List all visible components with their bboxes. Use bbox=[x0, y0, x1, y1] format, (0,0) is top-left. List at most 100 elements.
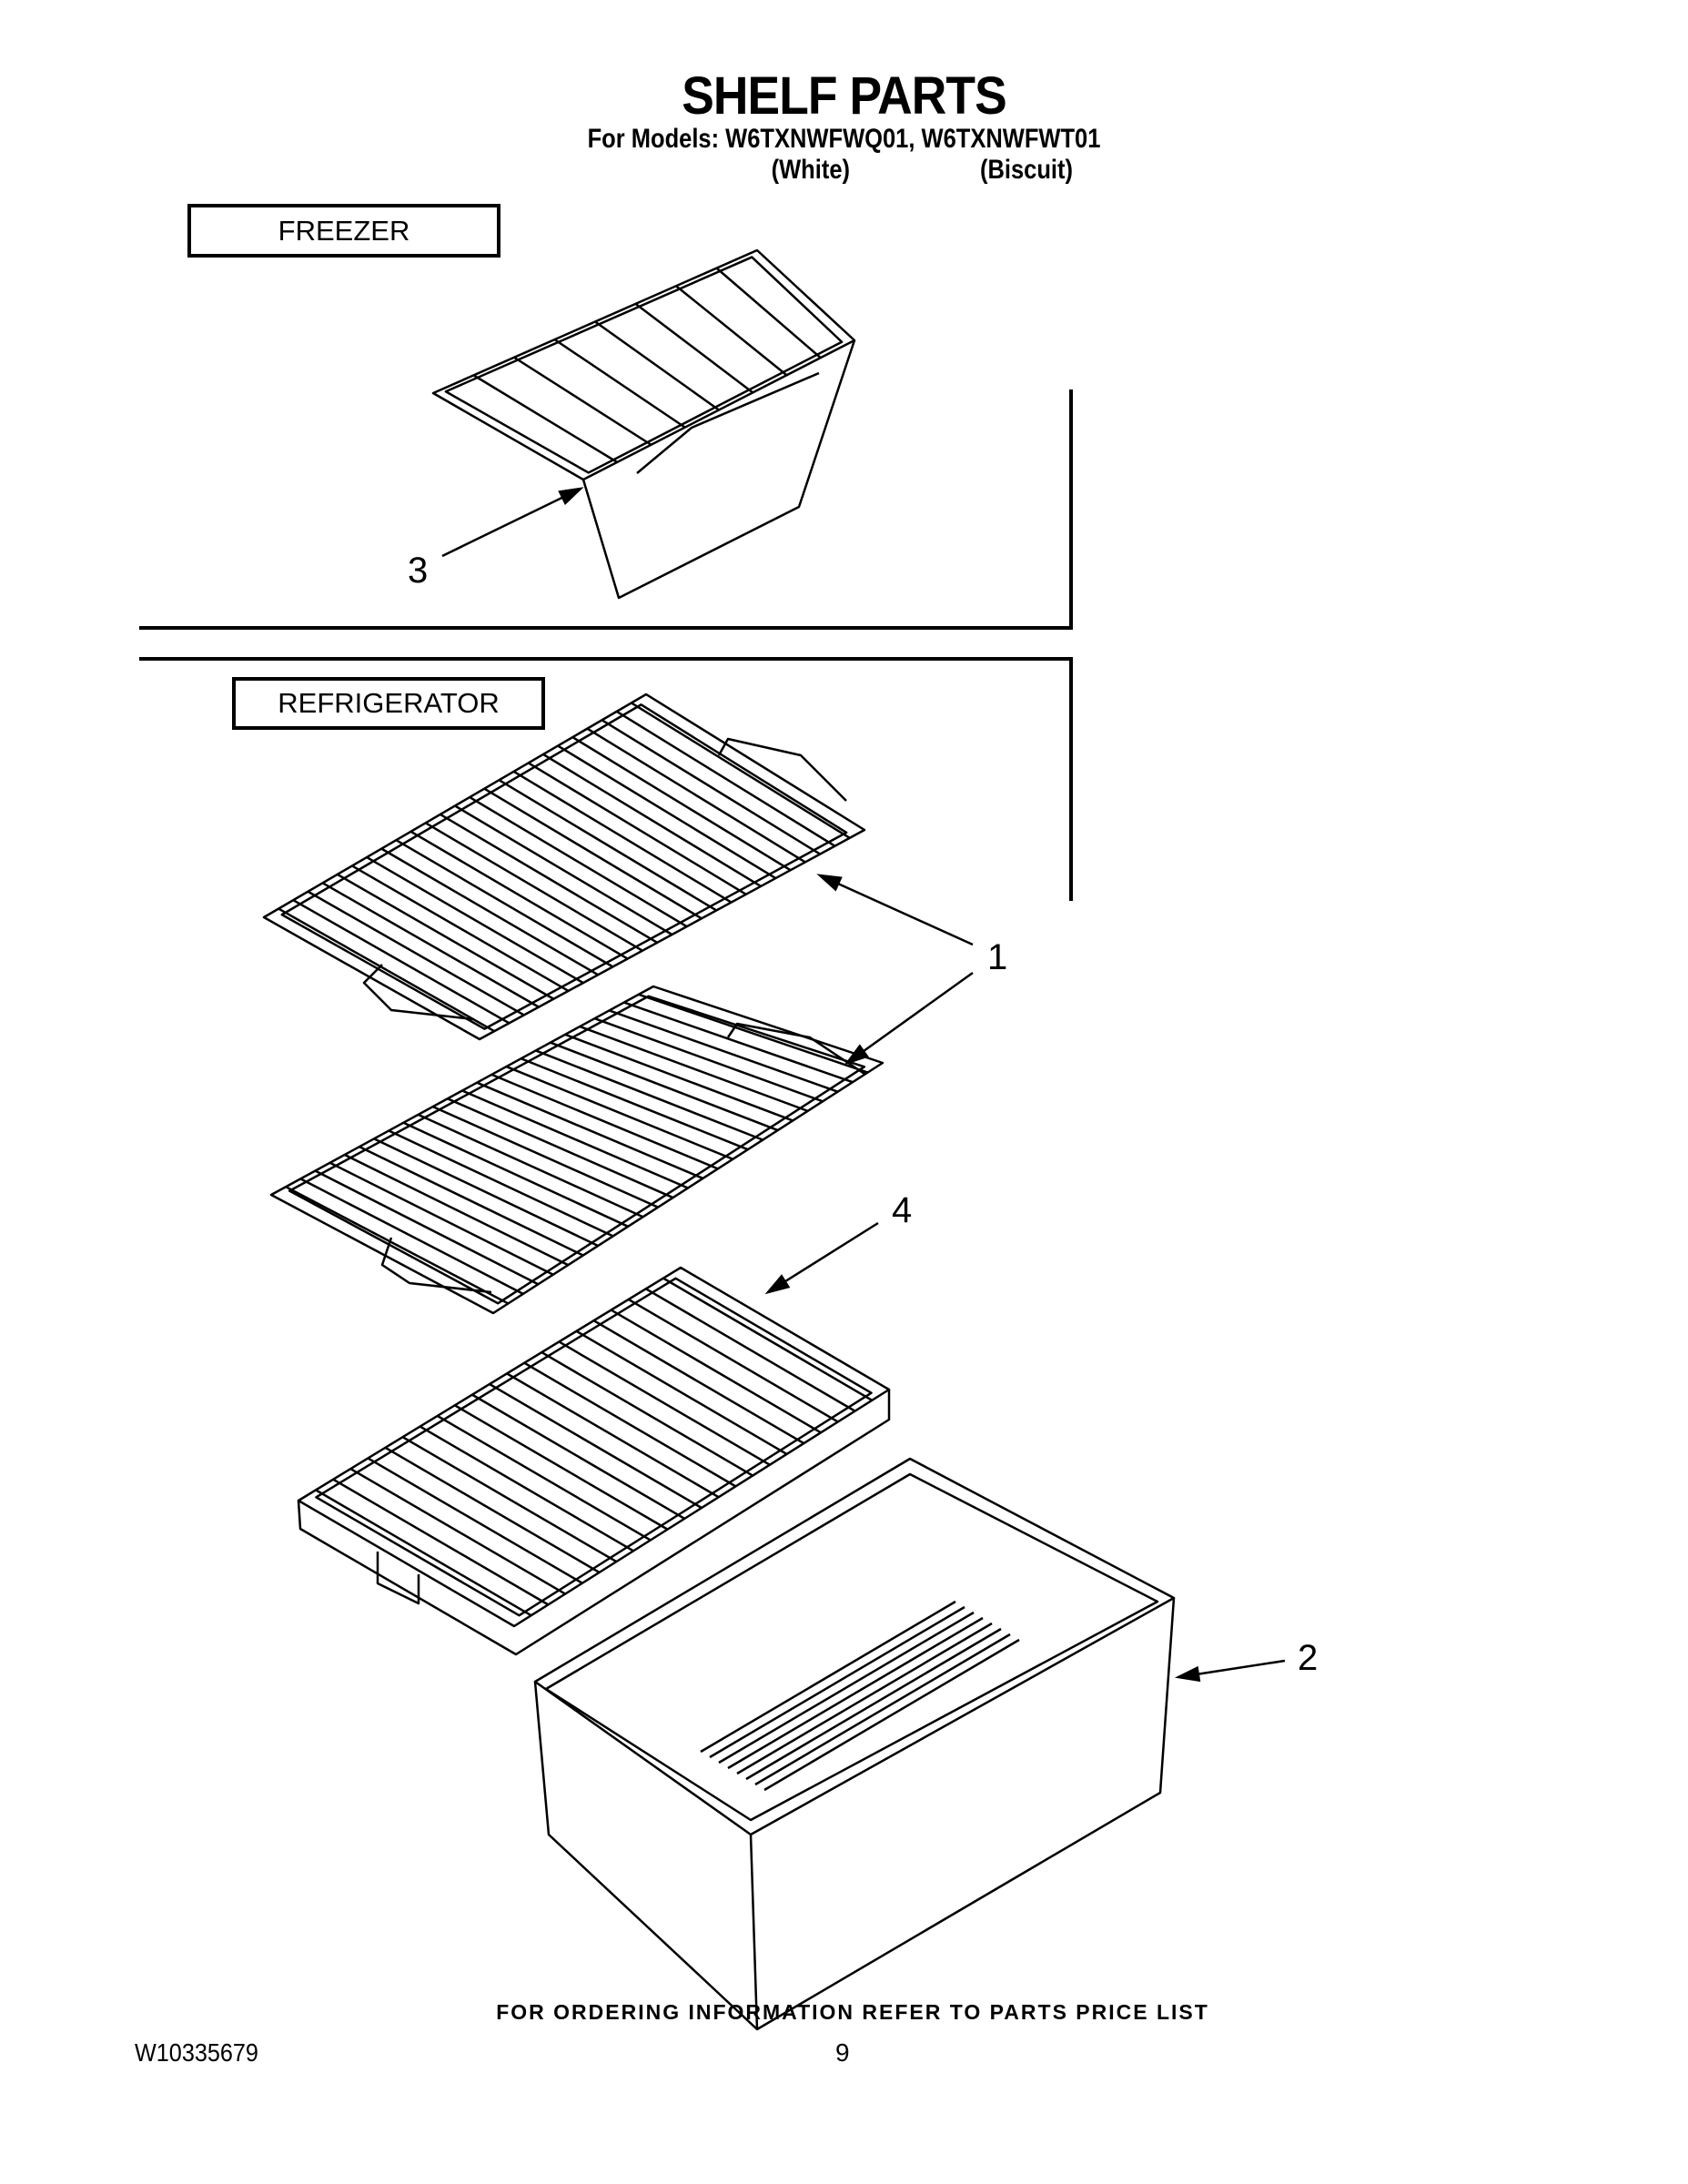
crisper-cover-inner-frame bbox=[315, 1277, 873, 1617]
freezer-shelf-wire bbox=[675, 285, 788, 377]
crisper-rib bbox=[763, 1638, 1020, 1792]
refrigerator-shelf-upper-wire bbox=[321, 882, 540, 1008]
crisper-cover bbox=[297, 1266, 891, 1656]
arrow-1b-head bbox=[844, 1044, 869, 1066]
variant-white: (White) bbox=[771, 155, 851, 185]
crisper-cover-wire bbox=[349, 1468, 566, 1595]
arrow-1a-head bbox=[816, 874, 843, 892]
refrigerator-section-label: REFRIGERATOR bbox=[232, 677, 545, 730]
refrigerator-shelf-lower-wire bbox=[521, 1057, 749, 1151]
refrigerator-shelf-lower-wire bbox=[285, 1186, 510, 1305]
refrigerator-shelf-upper-wire bbox=[528, 762, 747, 895]
refrigerator-shelf-lower-wire bbox=[418, 1113, 644, 1218]
freezer-shelf-wire bbox=[634, 302, 754, 394]
arrow-3-head bbox=[558, 487, 584, 506]
refrigerator-shelf-upper-wire bbox=[631, 702, 851, 839]
refrigerator-shelf-lower-wire bbox=[314, 1169, 539, 1286]
page-number: 9 bbox=[835, 2038, 850, 2067]
crisper-cover-wire bbox=[315, 1489, 532, 1617]
crisper-cover-wire bbox=[645, 1288, 856, 1412]
refrigerator-shelf-lower-frame bbox=[269, 985, 884, 1315]
crisper-cover-wire bbox=[419, 1425, 634, 1552]
crisper-cover-wire bbox=[558, 1340, 771, 1466]
crisper-cover-wire bbox=[541, 1351, 753, 1477]
refrigerator-shelf-lower-wire bbox=[432, 1105, 659, 1208]
page-title: SHELF PARTS bbox=[682, 66, 1006, 126]
refrigerator-shelf-lower-support-0 bbox=[380, 1237, 492, 1294]
refrigerator-shelf-lower-wire bbox=[388, 1129, 614, 1238]
refrigerator-frame bbox=[139, 657, 1073, 901]
refrigerator-shelf-lower-wire bbox=[564, 1033, 793, 1122]
refrigerator-shelf-upper-support-1 bbox=[717, 737, 847, 802]
crisper-rib bbox=[754, 1633, 1011, 1786]
document-number: W10335679 bbox=[135, 2038, 258, 2067]
freezer-shelf-support-1 bbox=[636, 371, 820, 474]
refrigerator-shelf-upper-wire bbox=[425, 822, 643, 952]
variant-biscuit: (Biscuit) bbox=[980, 155, 1073, 185]
refrigerator-shelf-lower-wire bbox=[490, 1073, 719, 1170]
crisper-cover-wire bbox=[628, 1298, 839, 1423]
refrigerator-shelf-upper-wire bbox=[440, 813, 658, 944]
freezer-shelf-wire bbox=[715, 267, 822, 359]
freezer-shelf-wire bbox=[594, 320, 720, 411]
crisper-cover-wire bbox=[611, 1309, 822, 1434]
crisper-drawer bbox=[533, 1457, 1176, 2031]
arrow-4-shaft bbox=[767, 1221, 879, 1294]
refrigerator-shelf-upper-wire bbox=[557, 744, 777, 880]
arrow-3 bbox=[441, 487, 584, 558]
crisper-rib bbox=[745, 1627, 1002, 1781]
refrigerator-shelf-upper-wire bbox=[512, 770, 733, 904]
refrigerator-shelf-upper-wire bbox=[307, 890, 525, 1016]
freezer-frame bbox=[139, 389, 1073, 630]
crisper-rib bbox=[718, 1611, 975, 1764]
crisper-inner-rim bbox=[544, 1472, 1159, 1822]
refrigerator-shelf-upper-wire bbox=[571, 736, 792, 872]
refrigerator-shelf-upper-wire bbox=[380, 847, 599, 976]
freezer-shelf-wire bbox=[472, 374, 618, 463]
refrigerator-shelf-lower-wire bbox=[505, 1065, 733, 1160]
refrigerator-shelf-upper-wire bbox=[337, 873, 554, 1000]
arrow-2-head bbox=[1174, 1665, 1201, 1683]
crisper-rib bbox=[709, 1605, 965, 1759]
callout-4: 4 bbox=[892, 1190, 913, 1230]
crisper-cover-wire bbox=[437, 1414, 652, 1542]
crisper-cover-frame bbox=[297, 1266, 891, 1628]
arrow-2 bbox=[1174, 1659, 1286, 1683]
refrigerator-shelf-upper-wire bbox=[469, 796, 688, 928]
crisper-cover-wire bbox=[454, 1404, 669, 1531]
freezer-shelf-frame bbox=[431, 248, 856, 481]
refrigerator-shelf-upper-wire bbox=[483, 787, 702, 920]
arrow-1a-shaft bbox=[819, 874, 974, 946]
refrigerator-shelf-upper bbox=[262, 693, 866, 1041]
arrow-1a bbox=[816, 874, 974, 946]
refrigerator-shelf-lower-wire bbox=[550, 1041, 779, 1132]
refrigerator-shelf-lower-wire bbox=[344, 1153, 569, 1267]
crisper-cover-wire bbox=[506, 1372, 720, 1499]
callout-3: 3 bbox=[408, 551, 429, 591]
crisper-cover-wire bbox=[489, 1382, 702, 1510]
crisper-cover-wire bbox=[384, 1446, 601, 1573]
refrigerator-shelf-lower-wire bbox=[638, 993, 868, 1074]
crisper-cover-wire bbox=[332, 1478, 550, 1606]
refrigerator-shelf-lower-wire bbox=[623, 1001, 854, 1084]
refrigerator-shelf-lower-support-1 bbox=[726, 1022, 865, 1076]
refrigerator-shelf-lower-wire bbox=[359, 1146, 584, 1257]
refrigerator-shelf-lower-wire bbox=[461, 1089, 689, 1189]
refrigerator-shelf-upper-wire bbox=[616, 710, 836, 847]
crisper-front-edge bbox=[749, 1834, 759, 2030]
crisper-rim bbox=[533, 1457, 1176, 1836]
refrigerator-shelf-lower-wire bbox=[373, 1138, 599, 1248]
crisper-cover-wire bbox=[367, 1457, 583, 1584]
refrigerator-shelf-lower-wire bbox=[476, 1081, 703, 1180]
arrow-4 bbox=[764, 1221, 879, 1295]
callout-2: 2 bbox=[1298, 1638, 1319, 1678]
crisper-cover-wire bbox=[401, 1436, 617, 1563]
refrigerator-shelf-upper-wire bbox=[351, 864, 570, 993]
refrigerator-shelf-lower-wire bbox=[402, 1121, 629, 1228]
refrigerator-shelf-lower-wire bbox=[609, 1009, 839, 1093]
refrigerator-shelf-upper-wire bbox=[586, 727, 806, 864]
refrigerator-shelf-upper-wire bbox=[366, 855, 584, 985]
refrigerator-shelf-lower-wire bbox=[447, 1097, 674, 1199]
refrigerator-shelf-upper-wire bbox=[395, 839, 614, 968]
freezer-shelf bbox=[431, 248, 856, 600]
